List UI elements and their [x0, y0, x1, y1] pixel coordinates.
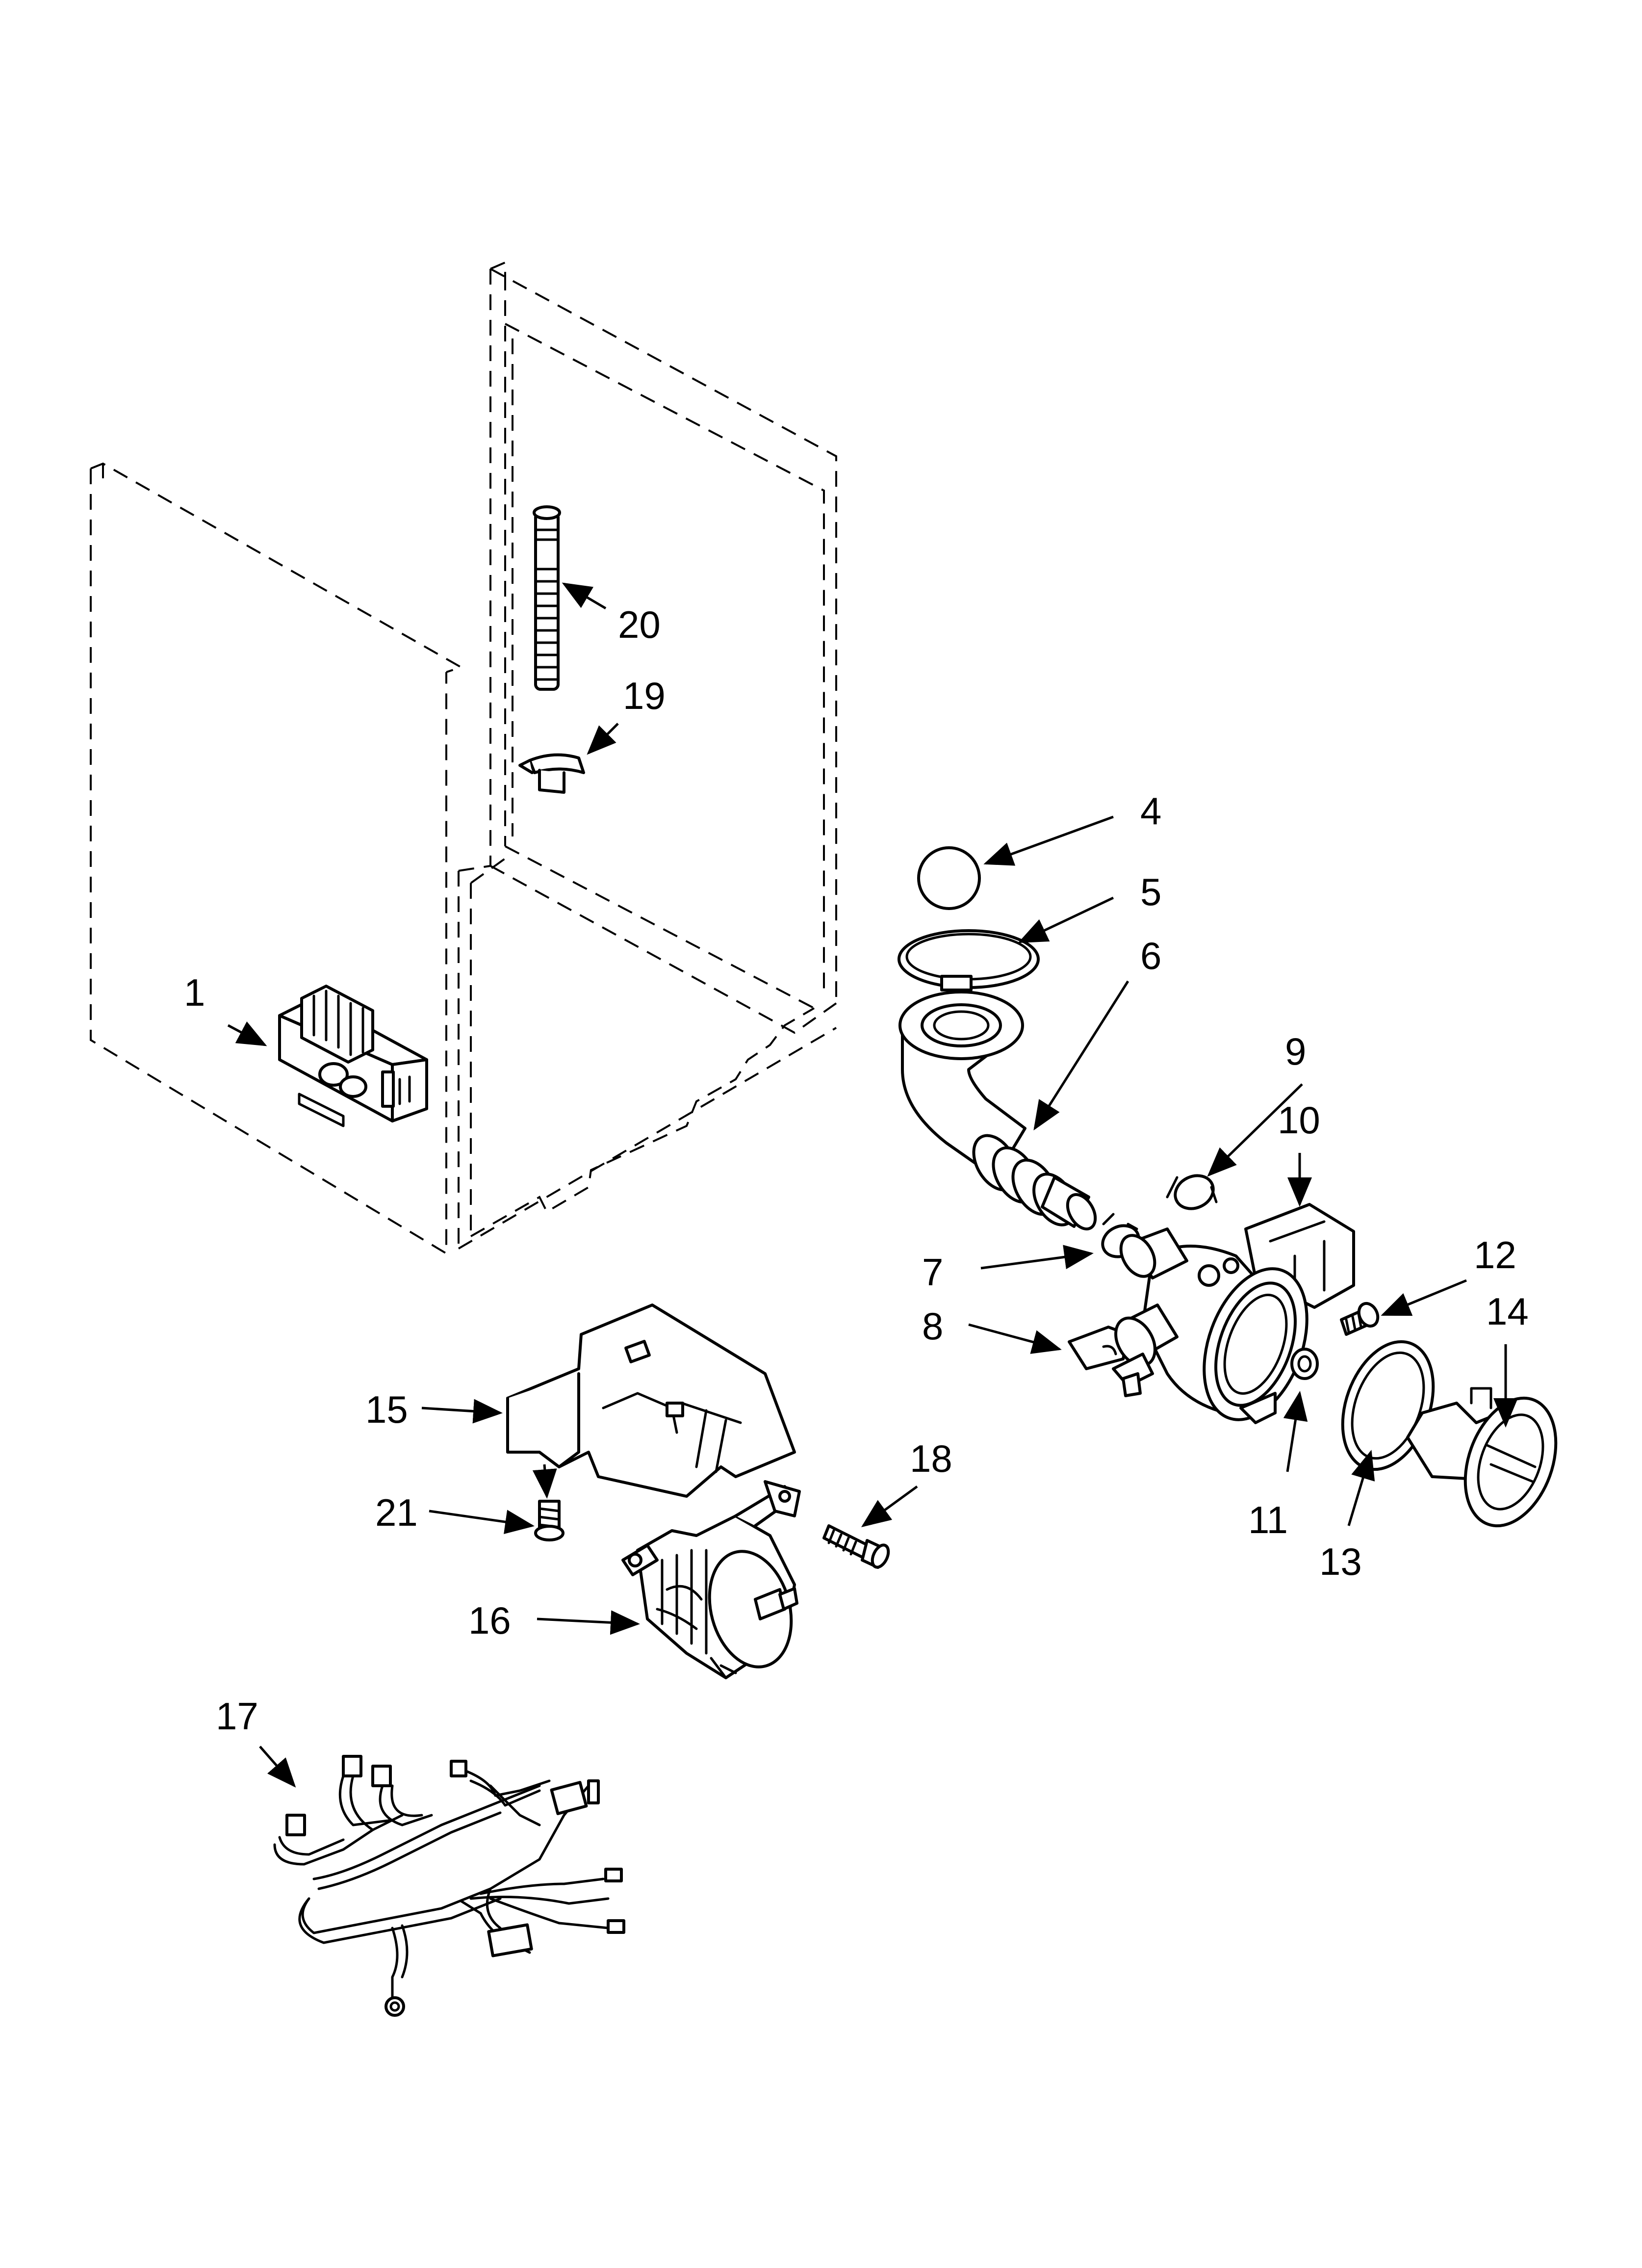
part-14-filter	[1406, 1387, 1558, 1528]
callout-9: 9	[1285, 1030, 1306, 1073]
part-18-bolt	[822, 1524, 890, 1569]
callout-6: 6	[1140, 934, 1161, 977]
part-4-ball	[917, 846, 981, 910]
callout-14: 14	[1486, 1290, 1529, 1333]
part-16-motor	[621, 1480, 801, 1679]
part-21-screw	[534, 1500, 564, 1541]
callout-7: 7	[922, 1251, 943, 1294]
part-11-nut	[1290, 1348, 1319, 1380]
part-12-screw	[1340, 1302, 1380, 1336]
callout-15: 15	[365, 1388, 408, 1431]
callout-16: 16	[468, 1599, 511, 1642]
cabinet-outline-left	[90, 462, 463, 1255]
callout-19: 19	[623, 674, 666, 717]
callout-1: 1	[184, 971, 205, 1014]
part-15-shield	[506, 1303, 796, 1498]
callout-13: 13	[1319, 1540, 1362, 1583]
part-10-pump-housing	[1112, 1203, 1355, 1424]
part-20-hose	[533, 505, 561, 691]
callout-labels: 1 4 5 6 7 8 9 10 11 12 13 14 15 16 17 18…	[184, 603, 1529, 1738]
callout-18: 18	[910, 1437, 952, 1480]
part-9-clip	[1166, 1174, 1218, 1210]
callout-4: 4	[1140, 789, 1161, 833]
part-6-elbow-hose	[898, 991, 1097, 1231]
callout-12: 12	[1474, 1233, 1516, 1277]
callout-20: 20	[618, 603, 661, 646]
callout-10: 10	[1278, 1098, 1320, 1142]
cabinet-outline-right	[458, 261, 837, 1250]
callout-11: 11	[1248, 1498, 1288, 1541]
callout-8: 8	[922, 1304, 943, 1348]
callout-21: 21	[375, 1491, 418, 1534]
part-17-wire-harness	[273, 1755, 625, 2017]
leader-lines	[227, 582, 1518, 1788]
part-5-clamp-ring	[898, 929, 1040, 991]
part-1-control-module	[278, 985, 428, 1127]
callout-5: 5	[1140, 870, 1161, 913]
part-19-clamp	[518, 753, 585, 794]
callout-17: 17	[216, 1694, 258, 1738]
